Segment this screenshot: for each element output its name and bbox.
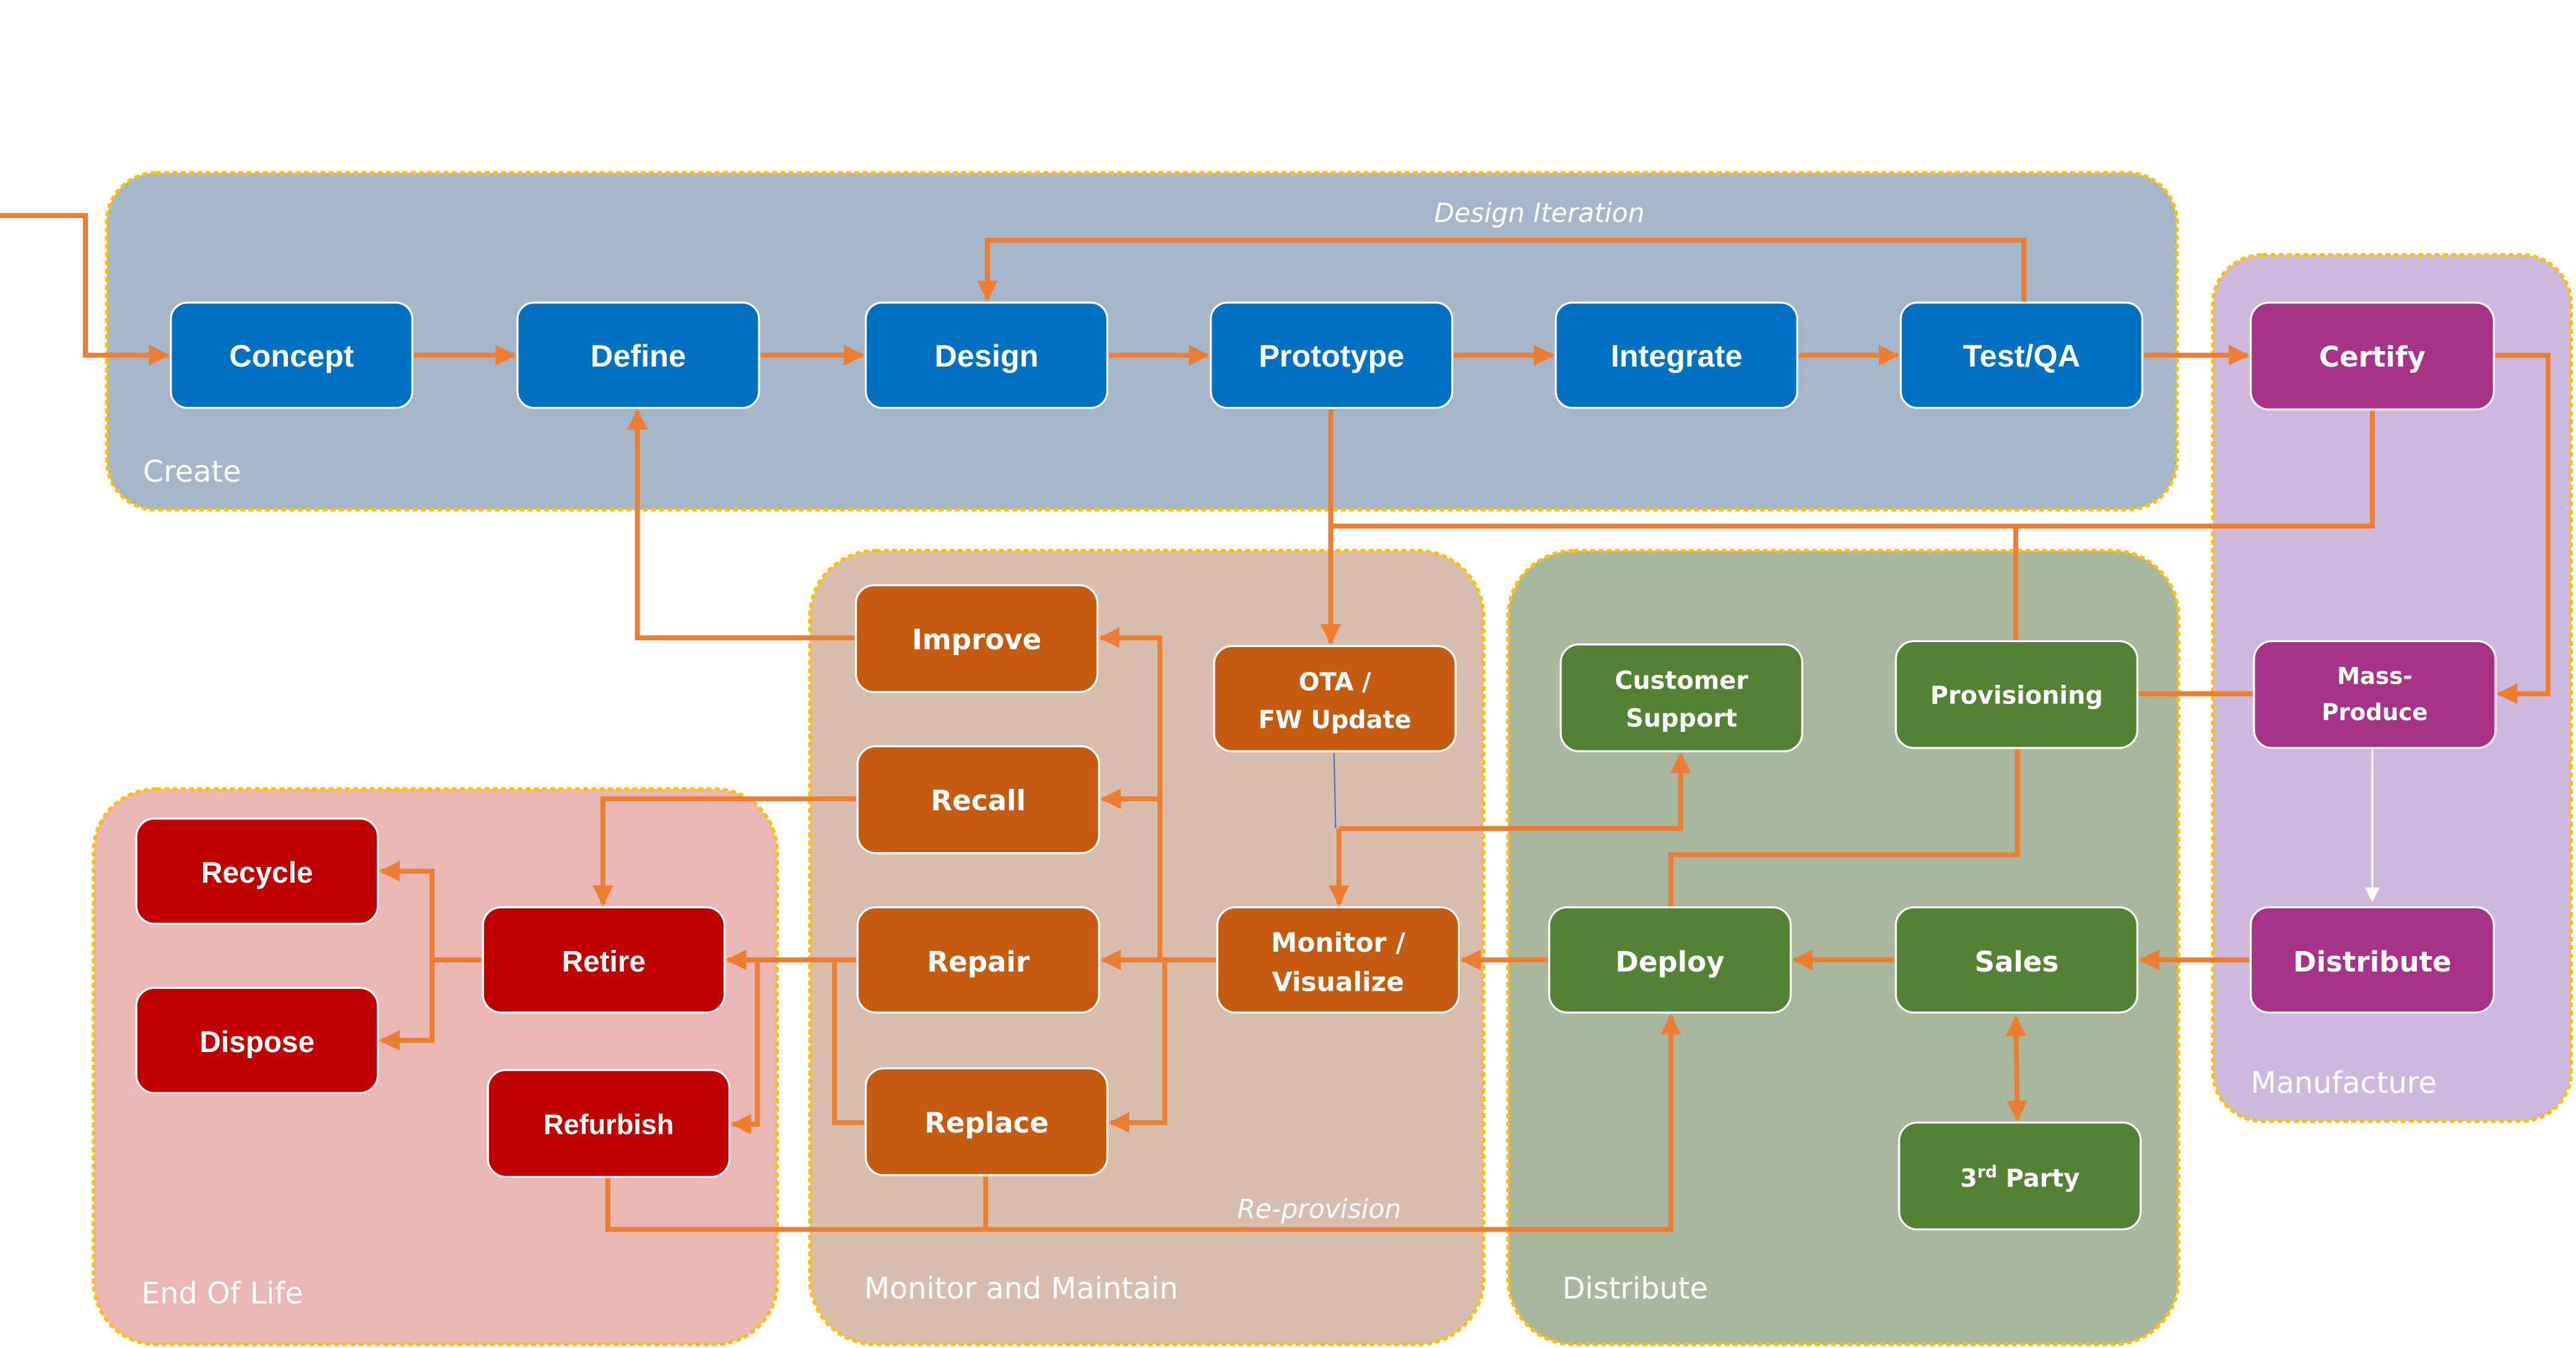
group-manufacture-label: Manufacture [2251,1066,2437,1100]
node-integrate[interactable]: Integrate [1555,302,1798,409]
node-retire-label: Retire [562,946,646,978]
group-create-bg [105,171,2179,512]
node-testqa[interactable]: Test/QA [1899,302,2144,409]
node-concept[interactable]: Concept [170,302,414,409]
node-improve[interactable]: Improve [854,584,1099,694]
node-customer-support-label-2: Support [1626,704,1737,733]
node-improve-label: Improve [912,624,1041,656]
node-replace[interactable]: Replace [864,1067,1109,1176]
node-thirdparty[interactable]: 3rd Party [1898,1121,2142,1231]
node-define[interactable]: Define [516,302,760,409]
node-thirdparty-label: 3rd Party [1960,1162,2079,1193]
node-certify-label: Certify [2319,341,2426,373]
connector-reprovision-refurbish [605,1014,1681,1232]
node-refurbish[interactable]: Refurbish [487,1069,731,1178]
design-iteration-label: Design Iteration [1434,199,1645,229]
node-ota-label-2: FW Update [1259,706,1412,734]
node-monitor-visualize[interactable]: Monitor / Visualize [1216,906,1460,1014]
node-deploy[interactable]: Deploy [1548,906,1792,1014]
node-sales[interactable]: Sales [1894,906,2139,1014]
node-ota-update[interactable]: OTA / FW Update [1213,645,1457,752]
node-recall-label: Recall [931,785,1026,817]
node-refurbish-label: Refurbish [544,1109,674,1141]
connector-retire-recycle [379,861,435,960]
node-concept-label: Concept [229,338,354,373]
connector-ota-thin [1333,752,1337,828]
connectors [0,213,2551,1232]
node-distribute-label: Distribute [2293,946,2452,978]
reprovision-label: Re-provision [1237,1194,1401,1225]
group-create-label: Create [143,455,241,489]
node-prototype[interactable]: Prototype [1210,302,1454,409]
node-define-label: Define [591,338,686,373]
node-repair-label: Repair [927,946,1030,978]
group-distribute-label: Distribute [1563,1272,1708,1306]
node-replace-label: Replace [924,1107,1049,1139]
connector-certify-provisioning [1330,409,2375,529]
connector-retire-dispose [379,960,435,1051]
node-customer-support-label-1: Customer [1615,666,1748,695]
node-monitor-label-1: Monitor / [1271,928,1405,959]
node-deploy-label: Deploy [1615,946,1724,978]
connector-replace-retire [832,960,864,1125]
node-customer-support[interactable]: Customer Support [1559,643,1803,752]
connector-monitor-replace [1108,960,1168,1133]
node-integrate-label: Integrate [1611,338,1743,373]
node-massproduce-label-2: Produce [2322,699,2427,726]
node-design-label: Design [935,338,1039,373]
connector-sales-thirdparty [2005,1015,2027,1121]
node-testqa-label: Test/QA [1963,338,2081,373]
node-dispose[interactable]: Dispose [135,986,379,1094]
node-repair[interactable]: Repair [856,906,1100,1014]
node-retire[interactable]: Retire [482,906,726,1014]
node-provisioning-label: Provisioning [1930,681,2103,710]
node-monitor-label-2: Visualize [1272,968,1404,998]
connector-design-iteration [977,237,2027,303]
connector-improve-define [627,409,854,641]
connector-entry-concept [0,213,170,366]
node-recall[interactable]: Recall [856,745,1100,854]
group-maintain-label: Monitor and Maintain [864,1272,1178,1306]
node-recycle-label: Recycle [201,857,313,890]
node-distribute[interactable]: Distribute [2249,906,2495,1014]
node-recycle[interactable]: Recycle [135,817,379,925]
connector-certify-massproduce [2495,352,2551,705]
group-eol-label: End Of Life [141,1277,303,1311]
group-create: Create Design Iteration [105,171,2179,512]
node-provisioning[interactable]: Provisioning [1894,640,2139,749]
connector-retire-refurbish [731,960,760,1135]
connector-monitor-improve [1098,627,1163,960]
node-massproduce[interactable]: Mass- Produce [2253,640,2497,749]
node-sales-label: Sales [1974,946,2058,978]
connector-monitor-customer-support [1338,752,1691,831]
connector-recall-retire [592,796,856,907]
node-ota-label-1: OTA / [1299,668,1372,697]
node-prototype-label: Prototype [1259,338,1404,373]
node-dispose-label: Dispose [199,1026,314,1059]
connector-provisioning-deploy [1668,749,2020,908]
node-certify[interactable]: Certify [2249,302,2495,411]
node-massproduce-label-1: Mass- [2337,663,2413,689]
node-design[interactable]: Design [864,302,1109,409]
